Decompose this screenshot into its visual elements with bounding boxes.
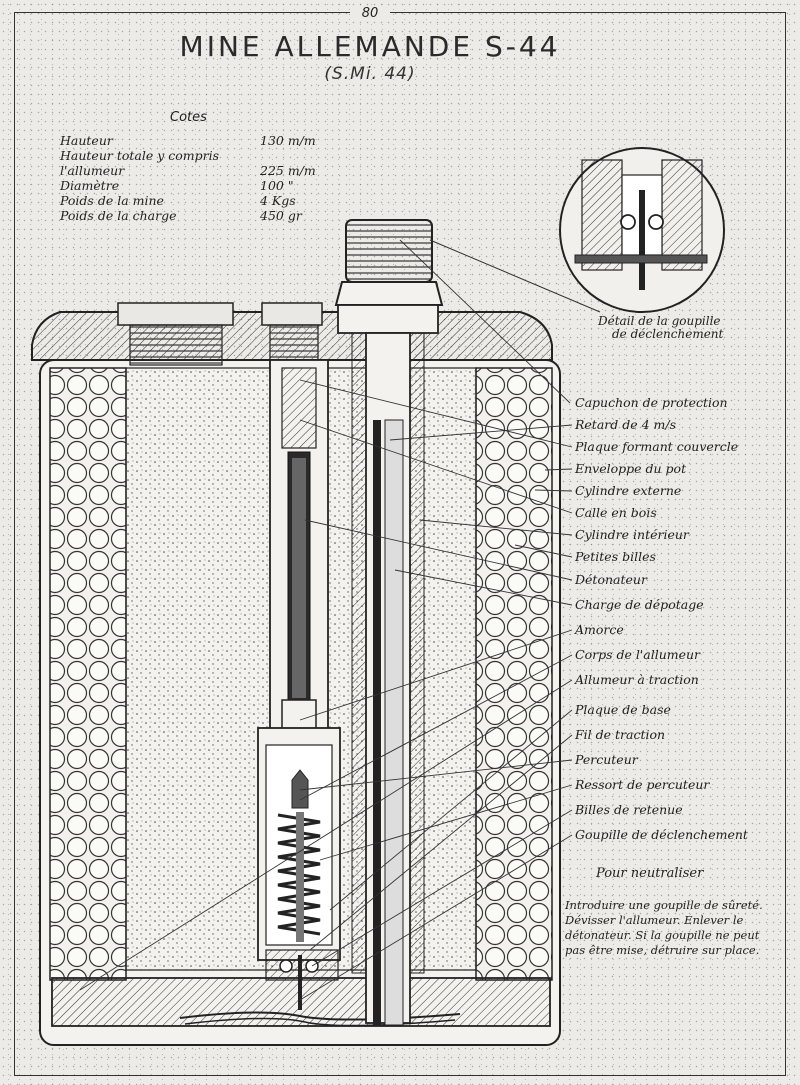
spec-row: Diamètre 100 " — [60, 178, 320, 193]
detail-caption-line: Détail de la goupille — [598, 314, 721, 328]
spec-label: Poids de la charge — [60, 208, 177, 223]
part-label: Corps de l'allumeur — [575, 647, 701, 662]
detail-caption-line: de déclenchement — [612, 327, 724, 341]
part-label: Percuteur — [575, 752, 638, 767]
dimensions-table: Cotes Hauteur 130 m/m Hauteur totale y co… — [60, 110, 320, 223]
part-label: Détonateur — [575, 572, 647, 587]
spec-value: 130 m/m — [260, 133, 316, 148]
part-label: Retard de 4 m/s — [575, 417, 677, 432]
diagram-subtitle: (S.Mi. 44) — [324, 64, 416, 84]
leader-lines — [79, 239, 573, 1001]
part-label: Capuchon de protection — [575, 395, 728, 410]
spec-row: Poids de la mine 4 Kgs — [60, 193, 320, 208]
part-label: Ressort de percuteur — [575, 777, 710, 792]
spec-label: Hauteur — [60, 133, 113, 148]
part-label: Allumeur à traction — [575, 672, 699, 687]
detonator-assembly — [257, 359, 341, 1010]
spec-label: Hauteur totale y compris — [60, 148, 220, 163]
neutralize-instructions: Introduire une goupille de sûreté. Dévis… — [565, 898, 763, 957]
spec-row: Hauteur 130 m/m — [60, 133, 320, 148]
part-label: Goupille de déclenchement — [575, 827, 748, 842]
part-label: Petites billes — [575, 549, 656, 564]
part-label: Cylindre externe — [575, 483, 682, 498]
spec-value: 450 gr — [260, 208, 302, 223]
part-label: Cylindre intérieur — [575, 527, 689, 542]
part-label: Amorce — [575, 622, 624, 637]
page-frame: 80 — [14, 6, 786, 1076]
part-label: Fil de traction — [575, 727, 666, 742]
spec-row: Hauteur totale y compris — [60, 148, 320, 163]
detail-caption: Détail de la goupille de déclenchement — [598, 315, 768, 341]
spec-row: l'allumeur 225 m/m — [60, 163, 320, 178]
part-label: Charge de dépotage — [575, 597, 704, 612]
part-label: Calle en bois — [575, 505, 657, 520]
dimensions-heading: Cotes — [170, 110, 207, 125]
part-label: Billes de retenue — [575, 802, 683, 817]
igniter-column — [334, 219, 444, 1026]
spec-value: 4 Kgs — [260, 193, 296, 208]
part-label: Plaque de base — [575, 702, 671, 717]
neutralize-heading: Pour neutraliser — [596, 866, 704, 881]
part-label: Enveloppe du pot — [575, 461, 687, 476]
spec-label: Poids de la mine — [60, 193, 164, 208]
spec-row: Poids de la charge 450 gr — [60, 208, 320, 223]
page-number: 80 — [350, 6, 390, 21]
detail-circle — [429, 147, 725, 313]
diagram-title: MINE ALLEMANDE S-44 — [179, 30, 561, 63]
spec-value: 225 m/m — [260, 163, 316, 178]
spec-label: Diamètre — [60, 178, 120, 193]
spec-value: 100 " — [260, 178, 294, 193]
part-label: Plaque formant couvercle — [575, 439, 739, 454]
spec-label: l'allumeur — [60, 163, 125, 178]
